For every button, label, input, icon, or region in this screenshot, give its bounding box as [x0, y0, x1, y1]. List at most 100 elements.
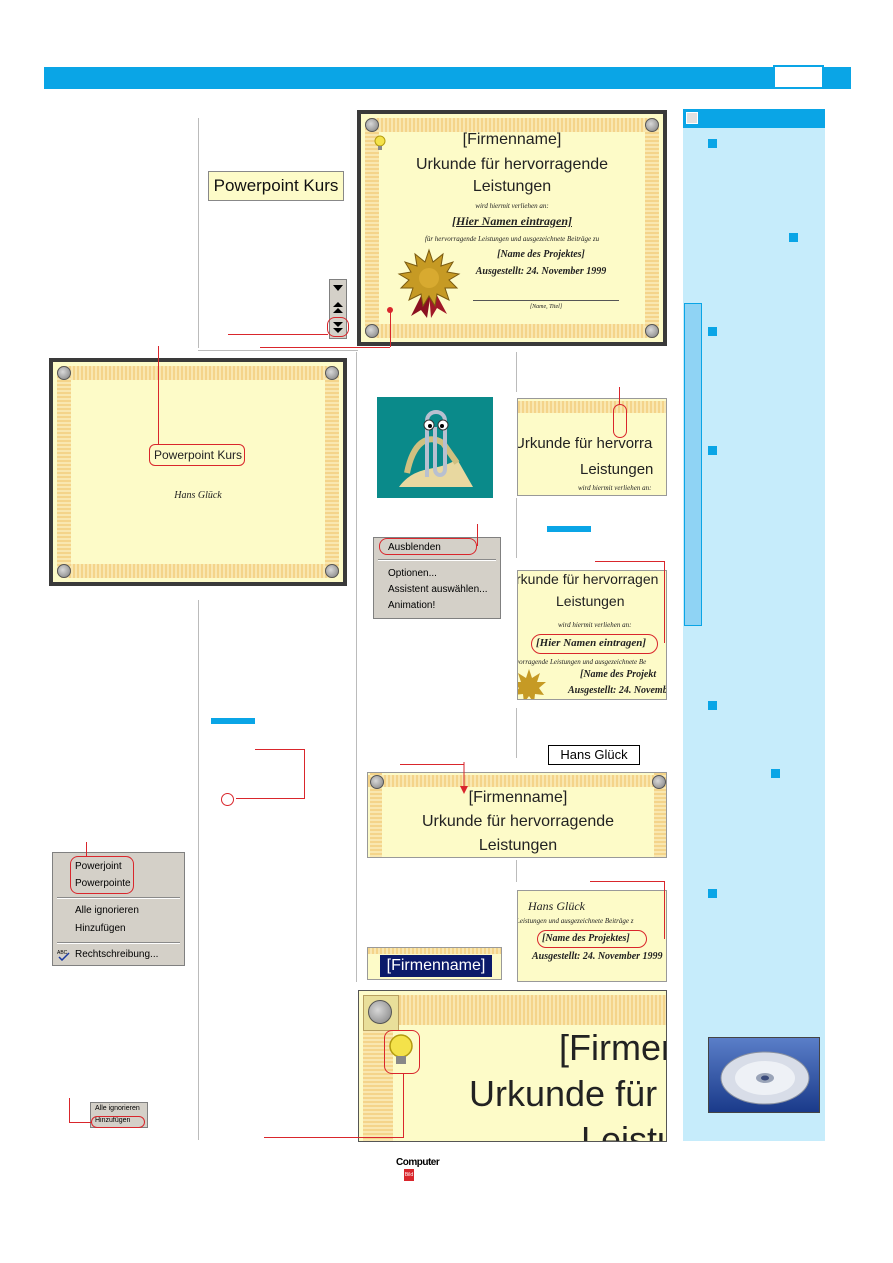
- text-cursor-highlight: [613, 404, 627, 438]
- course-name-text[interactable]: Powerpoint Kurs: [153, 448, 243, 462]
- course-name-highlight: [149, 444, 245, 466]
- menu-item-ignore-all[interactable]: Alle ignorieren: [95, 1105, 140, 1112]
- crop-title-line: wird hiermit verliehen an:: [578, 484, 652, 492]
- certificate-title: Leistungen: [472, 178, 552, 195]
- sidebar-scrollbar[interactable]: [684, 303, 702, 626]
- crop-project-placeholder[interactable]: [Name des Projektes]: [542, 933, 630, 944]
- crop-name-line: Ausgestellt: 24. Novemb: [568, 685, 667, 696]
- issue-date: Ausgestellt: 24. November 1999: [475, 266, 607, 277]
- corner-ornament: [368, 1000, 392, 1024]
- column-rule: [356, 352, 357, 982]
- menu-item-options[interactable]: Optionen...: [388, 568, 437, 579]
- menu-item-spelling[interactable]: Rechtschreibung...: [75, 949, 159, 960]
- powerpoint-title-textbox: Powerpoint Kurs: [208, 171, 344, 201]
- crop-project-line: Ausgestellt: 24. November 1999: [532, 951, 663, 962]
- selected-company-text[interactable]: [Firmenname]: [380, 955, 492, 977]
- svg-text:ABC: ABC: [57, 950, 68, 956]
- section-marker: [211, 718, 255, 724]
- bullet-square: [771, 769, 780, 778]
- cd-disc-icon: [720, 1051, 810, 1105]
- menu-item-add[interactable]: Hinzufügen: [95, 1117, 131, 1124]
- corner-ornament: [370, 775, 384, 789]
- header-bar: [44, 67, 851, 89]
- crop-name-line: rkunde für hervorragen: [517, 571, 659, 587]
- menu-item-choose-assistant[interactable]: Assistent auswählen...: [388, 584, 488, 595]
- section-marker: [547, 526, 591, 532]
- corner-ornament: [652, 775, 666, 789]
- main-certificate: [Firmenname] Urkunde für hervorragende L…: [361, 114, 663, 342]
- corner-ornament: [645, 118, 659, 132]
- for-line-text: für hervorragende Leistungen und ausgeze…: [424, 235, 600, 243]
- corner-ornament: [645, 324, 659, 338]
- previous-slide-icon[interactable]: [333, 302, 344, 316]
- spelling-context-menu: Powerjoint Powerpointe Alle ignorieren H…: [52, 852, 185, 966]
- selected-company-crop: [Firmenname]: [367, 947, 502, 980]
- zoomed-text-line: [Firmen: [559, 1027, 666, 1068]
- lightbulb-icon[interactable]: [387, 1033, 415, 1069]
- name-textbox: Hans Glück: [548, 745, 640, 765]
- menu-item-animation[interactable]: Animation!: [388, 600, 436, 611]
- bullet-square: [708, 139, 717, 148]
- suggestion-powerjoint[interactable]: Powerjoint: [75, 861, 122, 872]
- crop-company-placeholder[interactable]: [Firmenname]: [468, 789, 568, 806]
- name-placeholder[interactable]: [Hier Namen eintragen]: [452, 214, 572, 228]
- zoomed-text-line: Leistun: [581, 1119, 666, 1142]
- crop-title-line: Urkunde für hervorra: [517, 435, 653, 452]
- project-placeholder-highlight: [537, 930, 647, 948]
- bullet-square: [789, 233, 798, 242]
- corner-ornament: [57, 366, 71, 380]
- zoomed-text-line: Urkunde für h: [469, 1073, 667, 1114]
- marker-circle: [221, 793, 234, 806]
- column-rule: [198, 118, 199, 348]
- suggestion-powerpointe[interactable]: Powerpointe: [75, 878, 131, 889]
- menu-item-hide[interactable]: Ausblenden: [388, 542, 441, 553]
- next-slide-highlight: [327, 317, 349, 337]
- suggestions-highlight: [70, 856, 134, 894]
- crop-project-line: Leistungen und ausgezeichnete Beiträge z: [517, 917, 634, 925]
- title-crop: Urkunde für hervorra Leistungen wird hie…: [517, 398, 667, 496]
- crop-name-line: vorragende Leistungen und ausgezeichnete…: [517, 658, 647, 666]
- crop-name-line: Leistungen: [556, 593, 625, 609]
- corner-ornament: [57, 564, 71, 578]
- crop-title-line: Leistungen: [580, 461, 654, 478]
- column-rule: [516, 352, 517, 392]
- next-slide-icon[interactable]: [333, 321, 344, 335]
- spellcheck-icon: ABC: [57, 950, 70, 961]
- bullet-square: [708, 701, 717, 710]
- small-spelling-menu: Alle ignorieren Hinzufügen: [90, 1102, 148, 1128]
- crop-name-line: [Name des Projekt: [580, 669, 657, 680]
- corner-ornament: [325, 366, 339, 380]
- award-seal-icon: [518, 669, 546, 699]
- menu-item-ignore-all[interactable]: Alle ignorieren: [75, 905, 139, 916]
- sidebar-window-button[interactable]: [686, 112, 698, 124]
- column-rule: [516, 860, 517, 882]
- add-item-highlight: [91, 1116, 145, 1128]
- column-rule: [198, 600, 199, 1140]
- column-rule: [516, 708, 517, 758]
- award-seal-icon: [397, 248, 461, 318]
- name-crop: rkunde für hervorragen Leistungen wird h…: [517, 570, 667, 700]
- computer-bild-logo: Computer Bild: [396, 1157, 446, 1181]
- bullet-square: [708, 889, 717, 898]
- column-rule: [516, 498, 517, 558]
- hide-menu-highlight: [379, 538, 477, 555]
- corner-ornament: [365, 324, 379, 338]
- corner-ornament: [325, 564, 339, 578]
- name-placeholder-highlight: [531, 634, 658, 654]
- signature-placeholder[interactable]: [Name, Titel]: [529, 304, 563, 310]
- project-placeholder[interactable]: [Name des Projektes]: [497, 249, 585, 260]
- company-placeholder[interactable]: [Firmenname]: [462, 131, 562, 148]
- arrow-down-icon[interactable]: [333, 283, 344, 293]
- recipient-name-text[interactable]: Hans Glück: [174, 490, 222, 501]
- arrow-pointer-icon: [460, 762, 468, 794]
- info-sidebar: [683, 109, 825, 1141]
- row-rule: [198, 350, 358, 351]
- crop-name-placeholder[interactable]: [Hier Namen eintragen]: [536, 637, 646, 649]
- lightbulb-icon[interactable]: [373, 134, 387, 152]
- crop-name-line: wird hiermit verliehen an:: [558, 621, 632, 629]
- lightbulb-highlight: [384, 1030, 420, 1074]
- crop-project-line: Hans Glück: [528, 899, 585, 913]
- menu-item-add[interactable]: Hinzufügen: [75, 923, 126, 934]
- bullet-square: [708, 446, 717, 455]
- assistant-context-menu: Ausblenden Optionen... Assistent auswähl…: [373, 537, 501, 619]
